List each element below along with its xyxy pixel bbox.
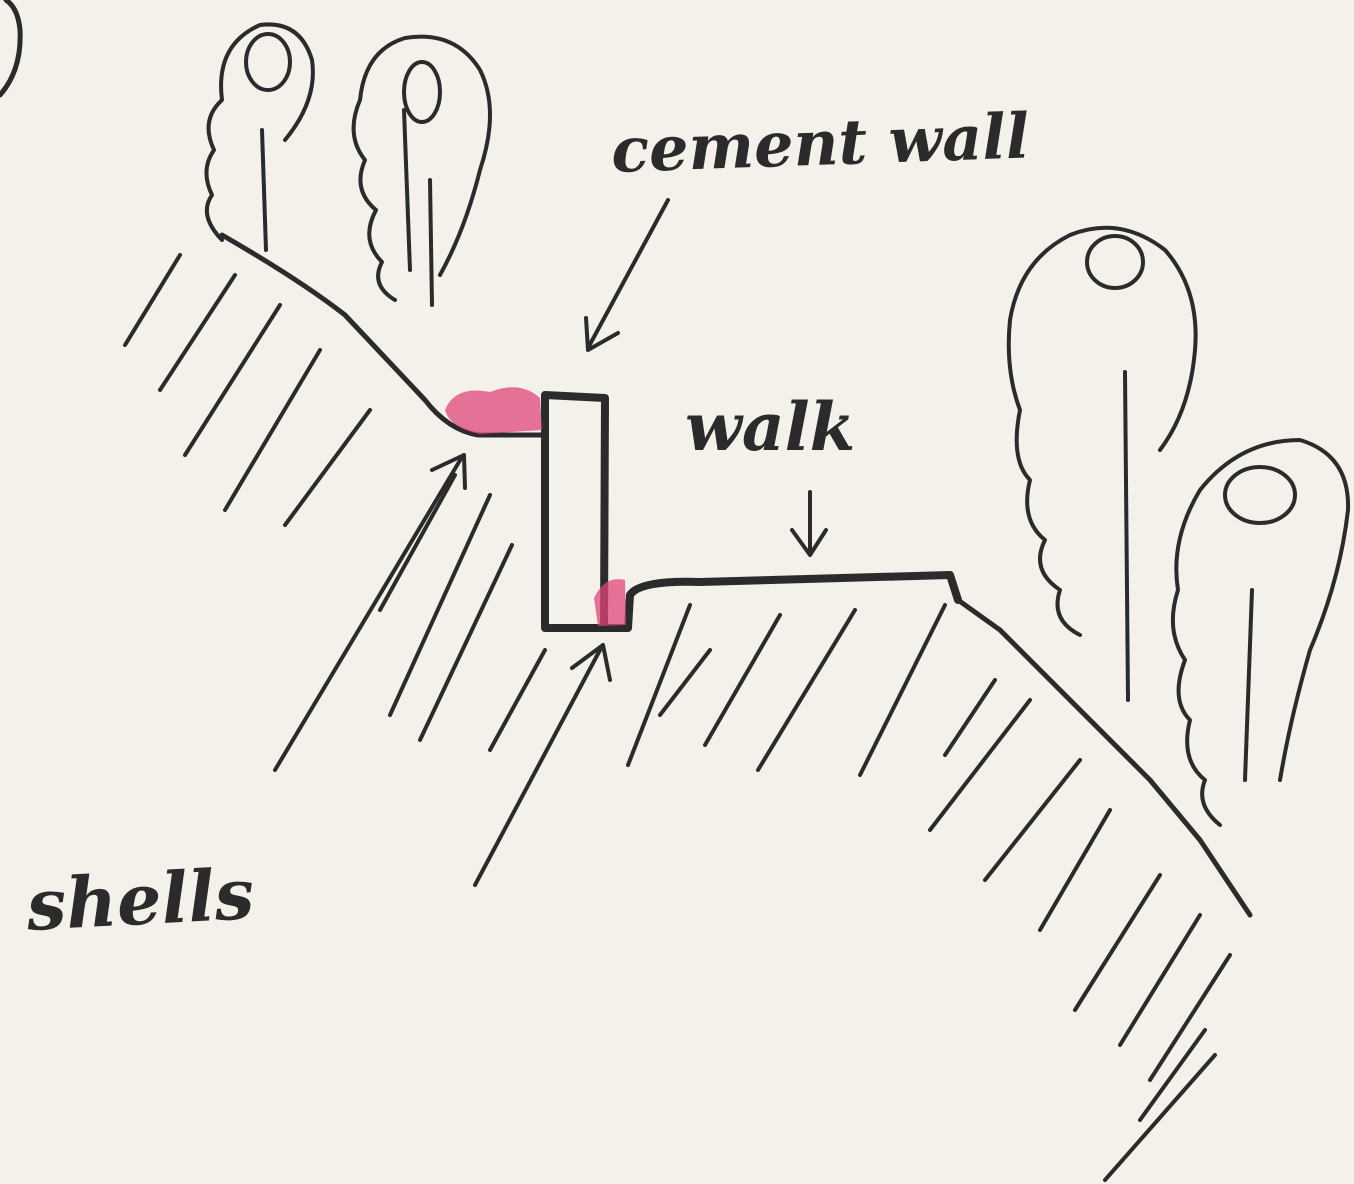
cement-wall-label: cement wall <box>610 99 1030 187</box>
right-hatching <box>628 605 1230 1180</box>
right-slope-line <box>958 600 1250 915</box>
shells-patches <box>445 387 626 626</box>
right-tree-2 <box>1173 440 1348 825</box>
corner-arc <box>0 0 20 95</box>
left-tree-2 <box>354 37 490 305</box>
cement-wall <box>545 395 605 628</box>
shells-arrow-lower <box>475 645 610 885</box>
shells-label: shells <box>24 852 256 947</box>
walk-line <box>604 575 958 628</box>
left-tree-1 <box>206 24 312 250</box>
left-hatching <box>125 255 545 750</box>
right-tree-1 <box>1009 228 1196 700</box>
walk-arrow <box>792 492 826 555</box>
cement-wall-arrow <box>586 200 668 350</box>
walk-label: walk <box>685 388 855 466</box>
